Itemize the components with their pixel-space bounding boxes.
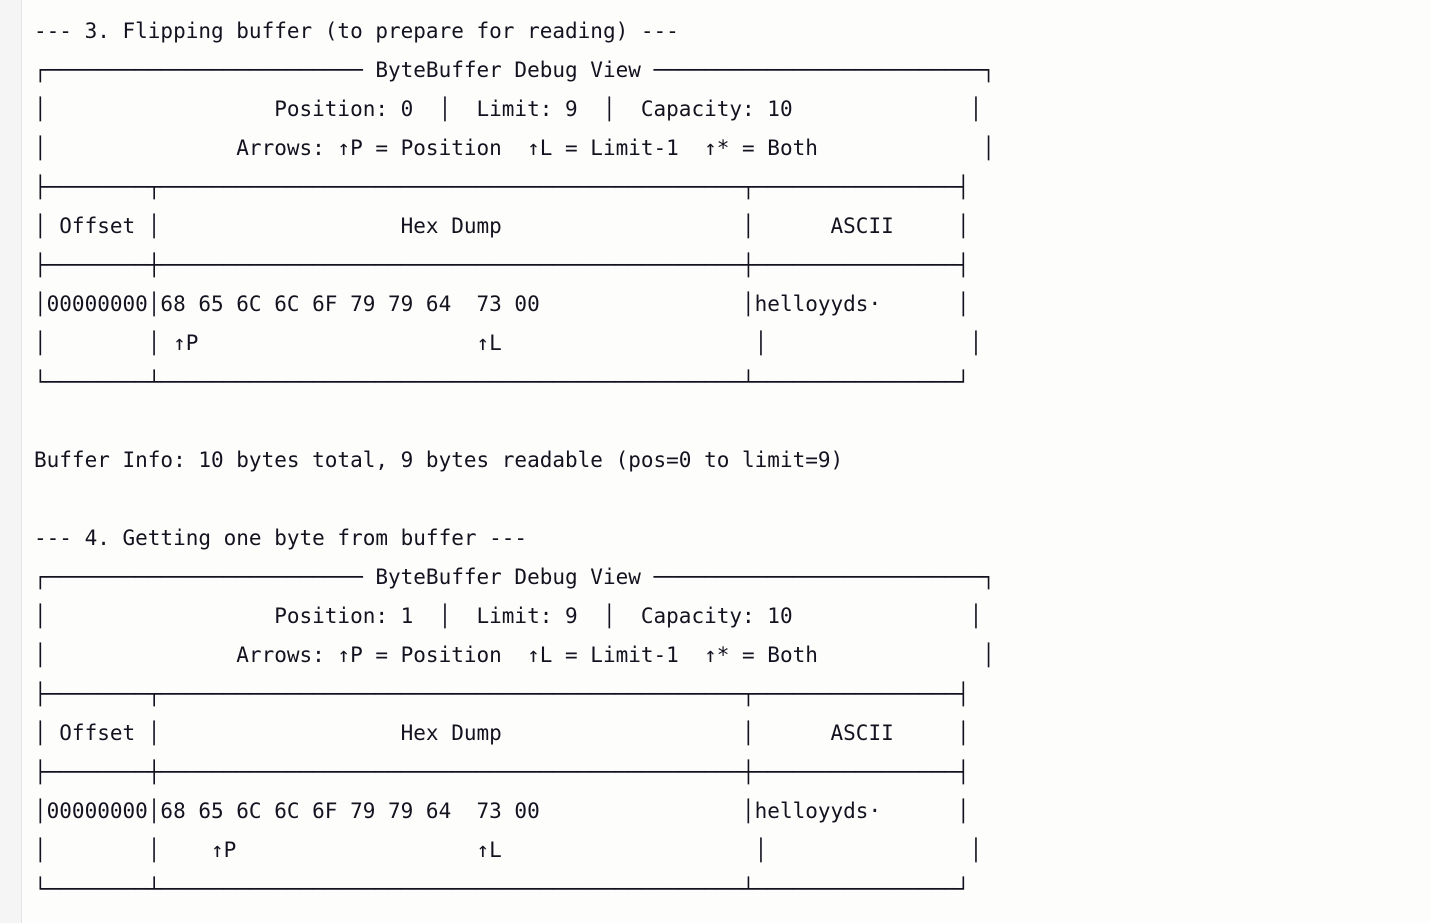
hex-dump-row-1: │00000000│68 65 6C 6C 6F 79 79 64 73 00 … [34, 292, 970, 316]
arrow-legend-line-2: │ Arrows: ↑P = Position ↑L = Limit-1 ↑* … [34, 643, 995, 667]
table-separator-bottom-1: └────────┴──────────────────────────────… [34, 370, 970, 394]
pointer-marker-row-1: │ │ ↑P ↑L │ │ [34, 331, 983, 355]
buffer-info-footer-1: Buffer Info: 10 bytes total, 9 bytes rea… [34, 448, 844, 472]
table-separator-top-1: ├────────┬──────────────────────────────… [34, 175, 970, 199]
debug-panel-top-border-1: ┌───────────────────────── ByteBuffer De… [34, 58, 995, 82]
section-heading-flipping-buffer: --- 3. Flipping buffer (to prepare for r… [34, 19, 679, 43]
hex-dump-row-2: │00000000│68 65 6C 6C 6F 79 79 64 73 00 … [34, 799, 970, 823]
table-separator-bottom-2: └────────┴──────────────────────────────… [34, 877, 970, 901]
debug-panel-top-border-2: ┌───────────────────────── ByteBuffer De… [34, 565, 995, 589]
console-left-gutter [0, 0, 22, 923]
table-separator-mid-1: ├────────┼──────────────────────────────… [34, 253, 970, 277]
arrow-legend-line-1: │ Arrows: ↑P = Position ↑L = Limit-1 ↑* … [34, 136, 995, 160]
buffer-state-line-1: │ Position: 0 │ Limit: 9 │ Capacity: 10 … [34, 97, 983, 121]
table-header-row-2: │ Offset │ Hex Dump │ ASCII │ [34, 721, 970, 745]
table-separator-top-2: ├────────┬──────────────────────────────… [34, 682, 970, 706]
console-output-area[interactable]: --- 3. Flipping buffer (to prepare for r… [23, 0, 1430, 923]
section-heading-get-byte: --- 4. Getting one byte from buffer --- [34, 526, 528, 550]
pointer-marker-row-2: │ │ ↑P ↑L │ │ [34, 838, 983, 862]
table-header-row-1: │ Offset │ Hex Dump │ ASCII │ [34, 214, 970, 238]
buffer-state-line-2: │ Position: 1 │ Limit: 9 │ Capacity: 10 … [34, 604, 983, 628]
table-separator-mid-2: ├────────┼──────────────────────────────… [34, 760, 970, 784]
